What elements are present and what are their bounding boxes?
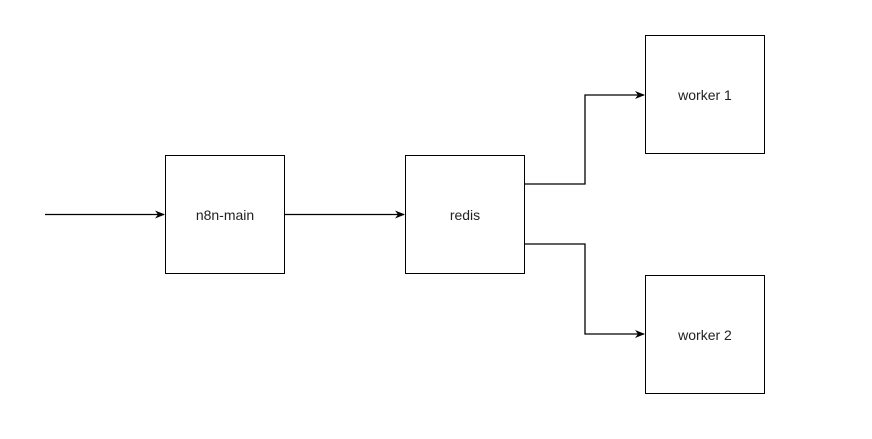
node-worker-2[interactable]: worker 2 (645, 275, 765, 394)
node-worker-1[interactable]: worker 1 (645, 35, 765, 154)
node-redis[interactable]: redis (405, 155, 525, 274)
node-worker-1-label: worker 1 (678, 86, 732, 103)
edge-redis-to-worker2 (525, 243, 645, 338)
node-n8n-main-label: n8n-main (195, 206, 255, 223)
node-redis-label: redis (449, 206, 481, 223)
edge-redis-to-worker1 (525, 91, 645, 185)
node-worker-2-label: worker 2 (678, 326, 732, 343)
node-n8n-main[interactable]: n8n-main (165, 155, 285, 274)
